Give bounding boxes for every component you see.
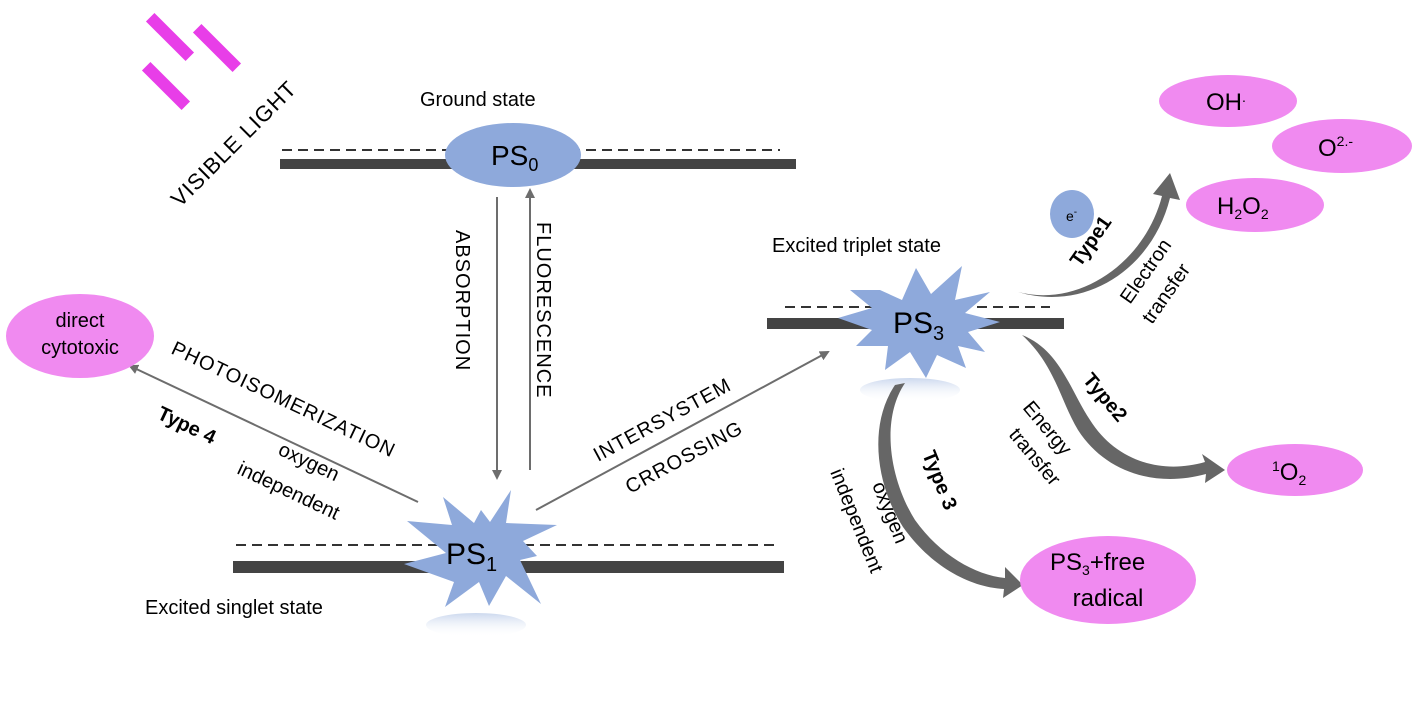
free-radical-line2: radical [1073, 585, 1144, 612]
intersystem-crossing-arrow [535, 351, 830, 511]
photoisomerization-arrow [128, 364, 419, 503]
type3-label: Type 3 [917, 448, 961, 514]
hydroxyl-radical-node: OH. [1159, 75, 1297, 127]
electron-node: e- [1050, 190, 1094, 238]
ps3-node: PS3 [838, 266, 1000, 402]
ps3-free-radical-node: PS3+free radical [1020, 536, 1196, 624]
svg-text:O2.-: O2.- [1318, 133, 1353, 162]
type3-curved-arrow [878, 383, 1023, 598]
h2o2-p1: H [1217, 193, 1234, 220]
light-ray [145, 12, 195, 62]
svg-text:PS3: PS3 [893, 307, 944, 345]
hydrogen-peroxide-node: H2O2 [1186, 178, 1324, 232]
svg-text:PS0: PS0 [491, 140, 538, 175]
superoxide-sup: 2.- [1337, 133, 1354, 149]
h2o2-p2: O [1242, 193, 1261, 220]
fluorescence-label: FLUORESCENCE [532, 222, 554, 398]
free-radical-p2: +free [1090, 549, 1145, 576]
direct-cytotoxic-line1: direct [56, 310, 105, 332]
svg-text:PS1: PS1 [446, 538, 497, 576]
direct-cytotoxic-line2: cytotoxic [41, 337, 119, 359]
singlet-oxygen-node: 1O2 [1227, 444, 1363, 496]
visible-light-label: VISIBLE LIGHT [166, 76, 302, 212]
free-radical-p1: PS [1050, 549, 1082, 576]
ground-state-label: Ground state [420, 89, 536, 111]
electron-symbol: e [1066, 208, 1074, 224]
svg-text:PS3+free: PS3+free [1050, 549, 1145, 578]
singlet-oxygen-sub: 2 [1298, 472, 1306, 488]
type4-label: Type 4 [154, 403, 220, 450]
type1-curved-arrow [1018, 173, 1180, 297]
svg-text:1O2: 1O2 [1272, 458, 1306, 488]
ps0-node: PS0 [445, 123, 581, 187]
singlet-oxygen-main: O [1280, 459, 1299, 486]
superoxide-main: O [1318, 135, 1337, 162]
ps3-main: PS [893, 307, 933, 340]
svg-text:H2O2: H2O2 [1217, 193, 1269, 222]
ps1-sub: 1 [486, 554, 497, 576]
h2o2-s1: 2 [1234, 206, 1242, 222]
ps0-sub: 0 [528, 155, 538, 175]
ps1-node: PS1 [404, 490, 557, 637]
light-ray [192, 23, 242, 73]
light-ray [141, 61, 191, 111]
svg-text:e-: e- [1066, 207, 1077, 224]
svg-text:OH.: OH. [1206, 89, 1246, 116]
singlet-oxygen-sup: 1 [1272, 458, 1280, 474]
oh-main: OH [1206, 89, 1242, 116]
triplet-state-label: Excited triplet state [772, 235, 941, 257]
ps3-sub: 3 [933, 323, 944, 345]
ps0-main: PS [491, 140, 528, 171]
free-radical-s1: 3 [1082, 562, 1090, 578]
type2-curved-arrow [1022, 335, 1225, 483]
superoxide-node: O2.- [1272, 119, 1412, 173]
ps1-main: PS [446, 538, 486, 571]
direct-cytotoxic-node: direct cytotoxic [6, 294, 154, 378]
electron-charge: - [1074, 207, 1077, 218]
absorption-label: ABSORPTION [451, 230, 473, 371]
singlet-state-label: Excited singlet state [145, 597, 323, 619]
light-rays [141, 12, 242, 111]
oh-sup: . [1242, 89, 1246, 105]
h2o2-s2: 2 [1261, 206, 1269, 222]
